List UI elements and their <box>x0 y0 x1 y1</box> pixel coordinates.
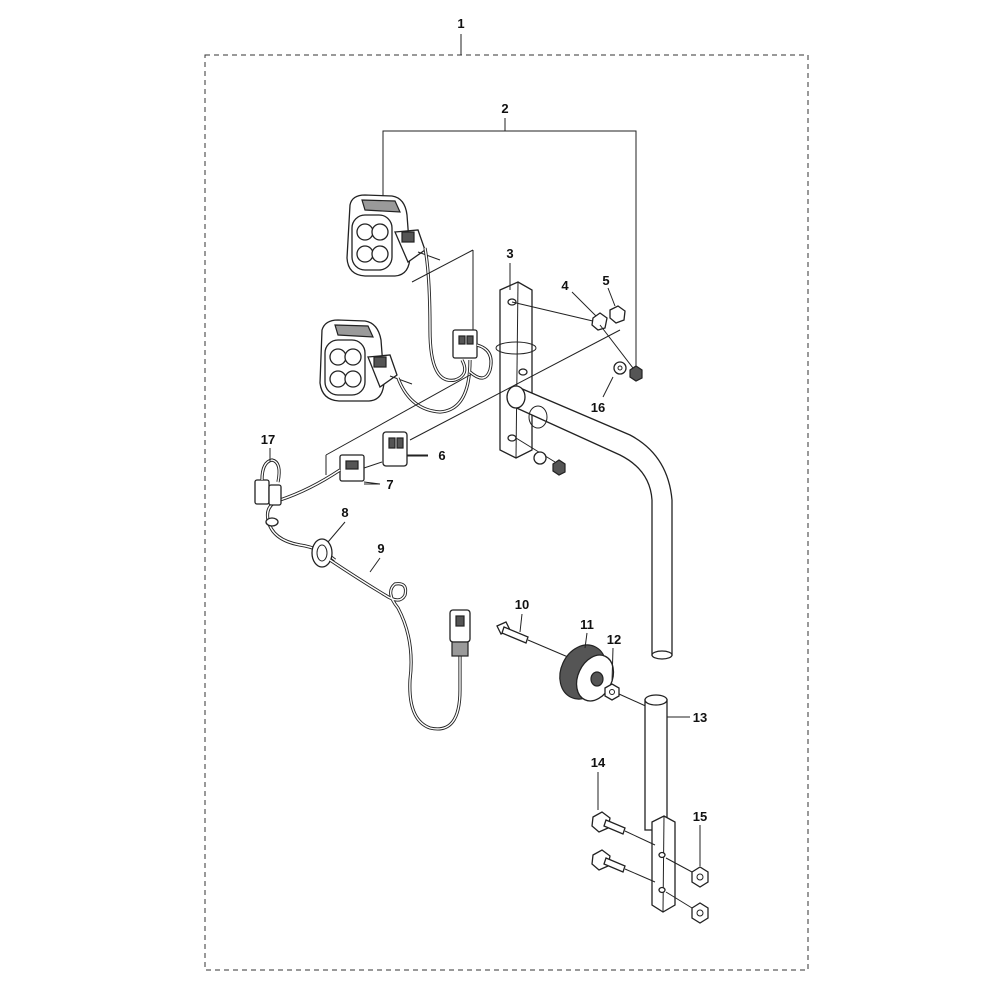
main-tube <box>506 385 673 660</box>
kit-boundary <box>204 34 809 971</box>
callout-16: 16 <box>591 400 605 415</box>
callout-7: 7 <box>386 477 393 492</box>
callout-8: 8 <box>341 505 348 520</box>
bolts-14 <box>591 811 656 883</box>
callout-labels: 1 2 3 4 5 6 7 8 9 10 11 12 13 14 15 16 1… <box>261 16 707 824</box>
callout-4: 4 <box>561 278 569 293</box>
work-lamp-lower <box>319 319 413 402</box>
grommet <box>311 538 333 568</box>
callout-12: 12 <box>607 632 621 647</box>
wiring-harness <box>254 458 341 562</box>
lamp-pair-bracket <box>382 118 637 370</box>
callout-10: 10 <box>515 597 529 612</box>
callout-14: 14 <box>591 755 606 770</box>
lower-tube <box>644 694 676 913</box>
callout-1: 1 <box>457 16 464 31</box>
callout-9: 9 <box>377 541 384 556</box>
work-lamp-upper <box>346 194 441 277</box>
sensor-cable <box>329 558 471 731</box>
cable-connectors <box>325 329 621 485</box>
mounting-bracket <box>495 263 537 459</box>
callout-13: 13 <box>693 710 707 725</box>
callout-17: 17 <box>261 432 275 447</box>
nut-12 <box>604 683 651 709</box>
callout-2: 2 <box>501 101 508 116</box>
leader-lines <box>269 287 701 866</box>
callout-3: 3 <box>506 246 513 261</box>
callout-6: 6 <box>438 448 445 463</box>
callout-15: 15 <box>693 809 707 824</box>
knob <box>559 644 615 702</box>
callout-5: 5 <box>602 273 609 288</box>
bracket-hardware <box>511 301 643 476</box>
bolt-10 <box>496 621 576 661</box>
lamp-cabling <box>396 247 493 414</box>
callout-11: 11 <box>580 617 594 632</box>
nuts-15 <box>665 857 709 924</box>
